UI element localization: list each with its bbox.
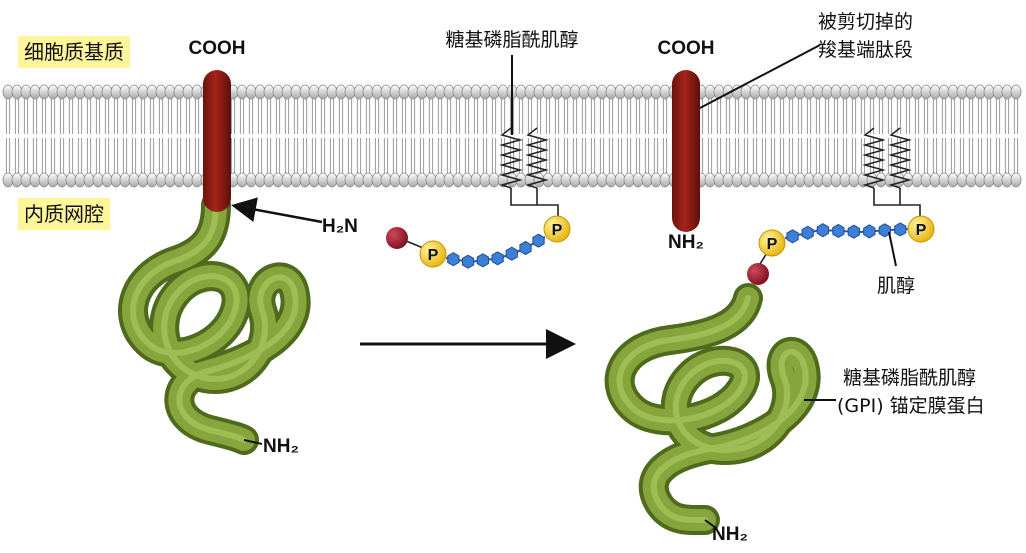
phosphate-left-r-label: P	[767, 236, 778, 253]
sugar-residue	[847, 224, 860, 239]
sugar-residue	[505, 246, 518, 261]
cleaved-label-line1: 被剪切掉的	[818, 11, 913, 33]
cooh-left-label: COOH	[189, 38, 246, 59]
cleaved-leader	[699, 44, 821, 109]
gpi-sugar-chain-right	[784, 222, 909, 244]
nh2-left-tail-label: NH₂	[263, 436, 299, 457]
phosphate-left	[419, 240, 447, 268]
gpi-anchored-protein	[604, 283, 821, 536]
gpi-lipid-tails-right	[862, 127, 912, 189]
inositol-ball	[386, 227, 408, 249]
phosphate-right-r-label: P	[916, 222, 927, 239]
gpi-anchor-attached: P P	[747, 127, 935, 285]
cytoplasm-label: 细胞质基质	[18, 36, 130, 68]
sugar-residue	[894, 222, 907, 237]
sugar-residue	[461, 254, 475, 269]
sugar-residue	[491, 251, 504, 266]
er-lumen-label: 内质网腔	[18, 198, 110, 230]
sugar-residue	[532, 233, 545, 248]
nh2-right-tail-label: NH₂	[712, 524, 748, 545]
inositol-label: 肌醇	[877, 275, 915, 297]
inositol-leader	[888, 231, 897, 267]
gpi-protein-line1: 糖基磷脂酰肌醇	[843, 367, 976, 389]
gpi-sugar-chain	[445, 233, 546, 269]
gpi-precursor: P P	[386, 127, 571, 269]
sugar-residue	[519, 240, 532, 256]
phosphate-left-label: P	[428, 247, 439, 264]
inositol-ball-right	[747, 263, 769, 285]
gpi-protein-line2: (GPI) 锚定膜蛋白	[837, 395, 985, 417]
phosphate-right-r	[907, 215, 935, 243]
cleaved-peptide	[672, 70, 700, 232]
sugar-residue	[832, 223, 845, 238]
phosphate-right-label: P	[552, 222, 563, 239]
h2n-label: H₂N	[322, 216, 358, 237]
cooh-right-label: COOH	[658, 38, 715, 59]
precursor-protein	[118, 70, 311, 455]
sugar-residue	[786, 229, 799, 244]
gpi-lipid-tails	[499, 127, 549, 189]
nh2-stub-label: NH₂	[668, 232, 704, 253]
phosphate-left-r	[758, 229, 786, 257]
lipid-bilayer	[2, 84, 1022, 188]
sugar-residue	[816, 223, 829, 238]
sugar-residue	[476, 253, 489, 268]
gpi-top-label: 糖基磷脂酰肌醇	[445, 29, 578, 51]
phosphate-right	[543, 215, 571, 243]
sugar-residue	[863, 224, 876, 239]
h2n-pointer	[231, 197, 323, 224]
sugar-residue	[801, 225, 814, 240]
c-terminal-anchor-segment	[203, 70, 231, 212]
sugar-residue	[447, 252, 460, 267]
cleaved-label-line2: 羧基端肽段	[818, 39, 913, 61]
sugar-residue	[878, 223, 891, 238]
